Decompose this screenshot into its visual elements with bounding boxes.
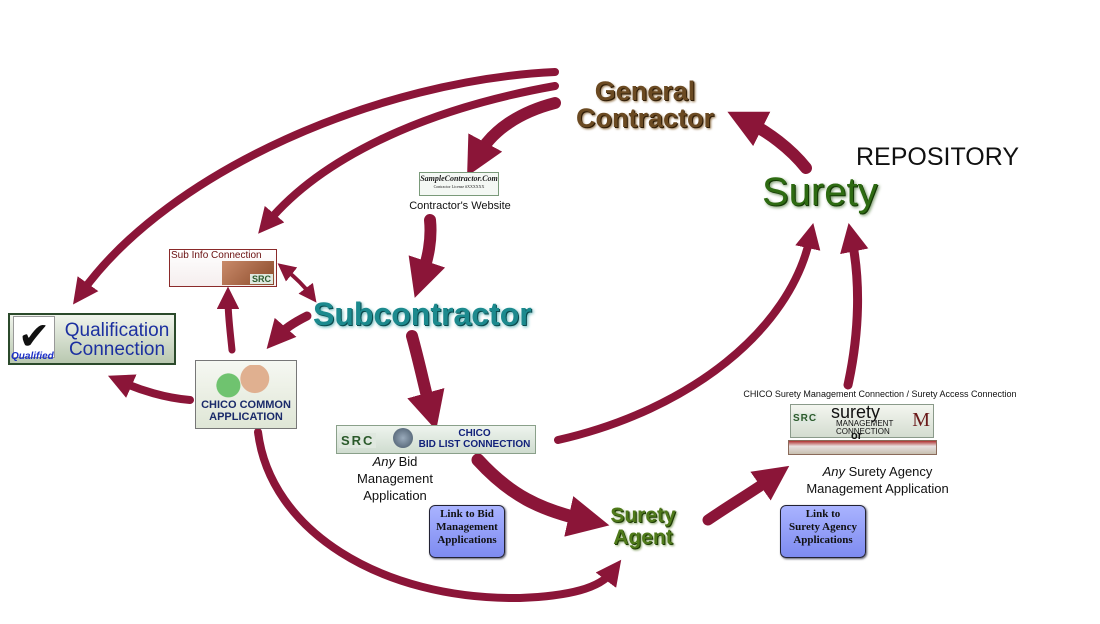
sub-info-title: Sub Info Connection [171,250,262,261]
arrow-subinfo-sub [277,263,317,303]
src-badge: SRC [249,274,273,284]
arrow-gc-to-subinfo [258,82,559,234]
arrow-chico-to-qual [107,374,194,404]
surety-agent-label: Surety Agent [610,504,676,549]
any-surety-agency-label: Any Surety Agency Management Application [806,464,949,496]
chico-surety-connection-label: CHICO Surety Management Connection / Sur… [743,389,1017,399]
src-badge: SRC [339,433,377,448]
surety-label: Surety [762,170,878,214]
sub-info-connection-logo[interactable]: Sub Info Connection SRC [169,249,277,287]
arrow-surety-to-gc [727,111,812,174]
surety-word: surety [831,402,881,422]
contractor-website-logo[interactable]: SampleContractor.Com Contractor License … [419,172,499,196]
arrow-chico-to-subinfo [216,286,240,354]
globe-icon [393,428,413,448]
arrow-bidlist-to-agent [471,453,610,537]
repository-label: REPOSITORY [856,143,1020,171]
arrow-sub-to-chico [266,311,312,350]
arrow-bidlist-to-surety [554,222,821,444]
any-bid-management-label: Any Bid Management Application [357,454,433,503]
arrow-gc-to-qualification [73,68,559,305]
arrow-sub-to-bidlist [406,330,445,431]
contractor-website-label: Contractor's Website [409,200,511,212]
general-contractor-label: General Contractor [575,76,714,133]
arrow-gc-to-website [467,97,561,177]
m-logo-icon: M [912,409,930,431]
contractor-license-text: Contractor License #XXXXXX [433,184,485,189]
subcontractor-label: Subcontractor [313,296,532,332]
application-icon [202,365,290,399]
checkmark-icon: ✔ [13,316,55,358]
surety-agency-app-thumbnail[interactable] [788,440,937,455]
or-label: or [851,430,862,442]
src-badge: SRC [793,413,818,424]
arrow-website-to-sub [408,214,446,298]
arrow-suretyconn-to-surety [840,223,869,390]
qualified-badge: Qualified [11,351,54,362]
arrow-chico-to-agent [254,428,622,603]
contractor-logo-text: SampleContractor.Com [420,174,498,183]
arrow-agent-to-agency [702,465,790,526]
